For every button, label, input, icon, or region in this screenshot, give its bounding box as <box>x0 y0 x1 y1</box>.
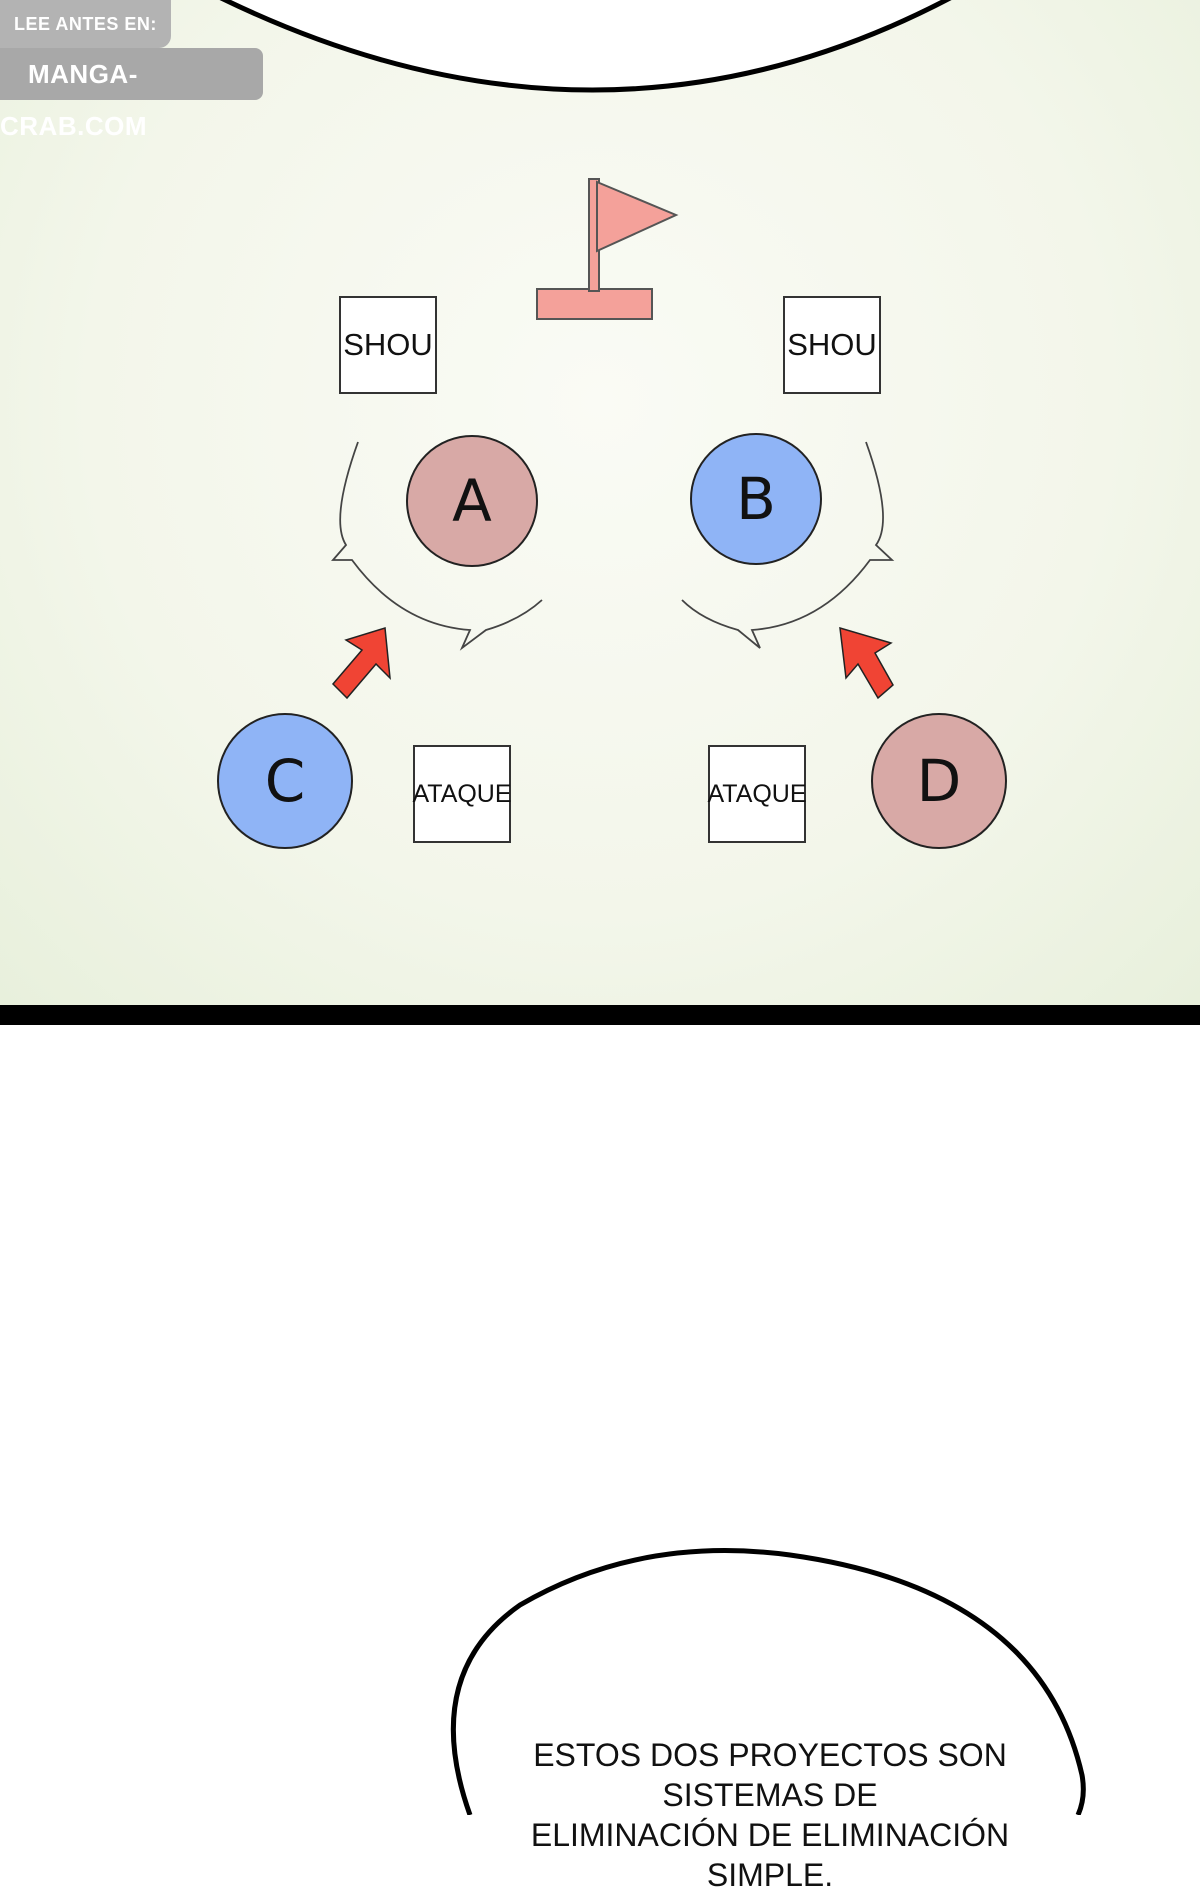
node-c: C <box>217 713 353 849</box>
speech-bubble-text: ESTOS DOS PROYECTOS SON SISTEMAS DE ELIM… <box>470 1735 1070 1895</box>
node-a: A <box>406 435 538 567</box>
ataque-label-right: ATAQUE <box>707 745 807 843</box>
speech-line-1: ESTOS DOS PROYECTOS SON SISTEMAS DE <box>533 1737 1007 1813</box>
bottom-speech-bubble <box>450 1548 1086 1815</box>
arrow-d-to-b <box>839 626 894 700</box>
shou-label-left: SHOU <box>339 296 437 394</box>
node-d: D <box>871 713 1007 849</box>
bracket-arc-left <box>331 441 543 651</box>
ataque-label-left: ATAQUE <box>412 745 512 843</box>
diagram-panel: SHOU SHOU ATAQUE ATAQUE A B C D LEE ANTE… <box>0 0 1200 1005</box>
panel-border <box>0 1005 1200 1025</box>
arrow-c-to-a <box>331 627 391 700</box>
bracket-arc-right <box>681 441 895 649</box>
watermark-site: MANGA-CRAB.COM <box>0 48 263 141</box>
shou-label-right: SHOU <box>783 296 881 394</box>
diagram-graphics <box>219 0 952 700</box>
watermark-label: LEE ANTES EN: <box>0 0 171 48</box>
top-speech-bubble <box>219 0 952 93</box>
node-b: B <box>690 433 822 565</box>
flag-icon <box>536 178 679 320</box>
speech-line-2: ELIMINACIÓN DE ELIMINACIÓN SIMPLE. <box>530 1817 1010 1893</box>
